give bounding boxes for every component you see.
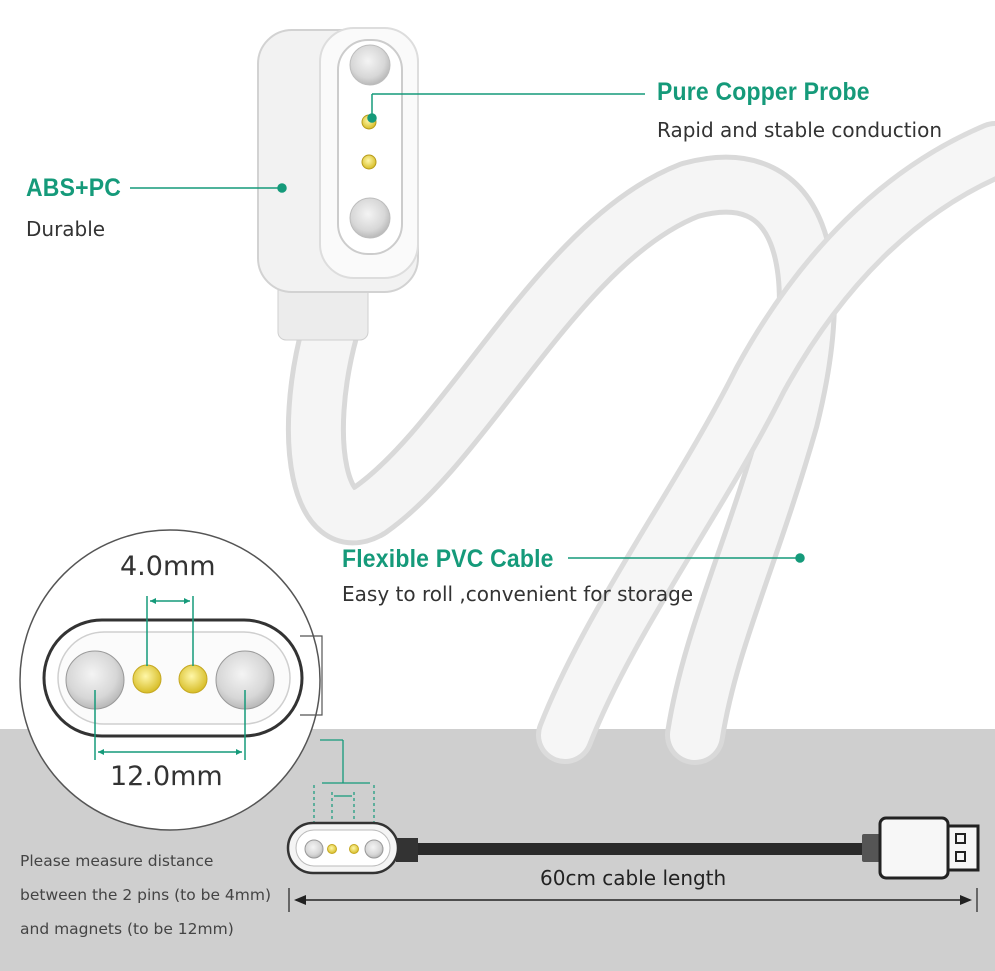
pvc-cable-desc: Easy to roll ,convenient for storage <box>342 582 694 606</box>
note-line-3: and magnets (to be 12mm) <box>20 920 234 938</box>
pin-bottom <box>361 154 377 170</box>
note-line-1: Please measure distance <box>20 852 214 870</box>
magnet-top <box>349 44 391 86</box>
magnet-spacing-label: 12.0mm <box>110 761 223 792</box>
callout-lines <box>130 93 805 563</box>
pvc-cable-title: Flexible PVC Cable <box>342 545 554 573</box>
note-line-2: between the 2 pins (to be 4mm) <box>20 886 272 904</box>
cable-diagram <box>286 739 980 912</box>
abs-pc-desc: Durable <box>26 217 106 241</box>
copper-probe-title: Pure Copper Probe <box>657 78 870 106</box>
copper-probe-desc: Rapid and stable conduction <box>657 118 943 142</box>
abs-pc-title: ABS+PC <box>26 174 122 202</box>
cable-length-label: 60cm cable length <box>540 866 727 890</box>
zoom-detail <box>19 529 323 831</box>
magnet-bottom <box>349 197 391 239</box>
cable-loop <box>285 121 995 765</box>
pin-spacing-label: 4.0mm <box>120 551 216 582</box>
